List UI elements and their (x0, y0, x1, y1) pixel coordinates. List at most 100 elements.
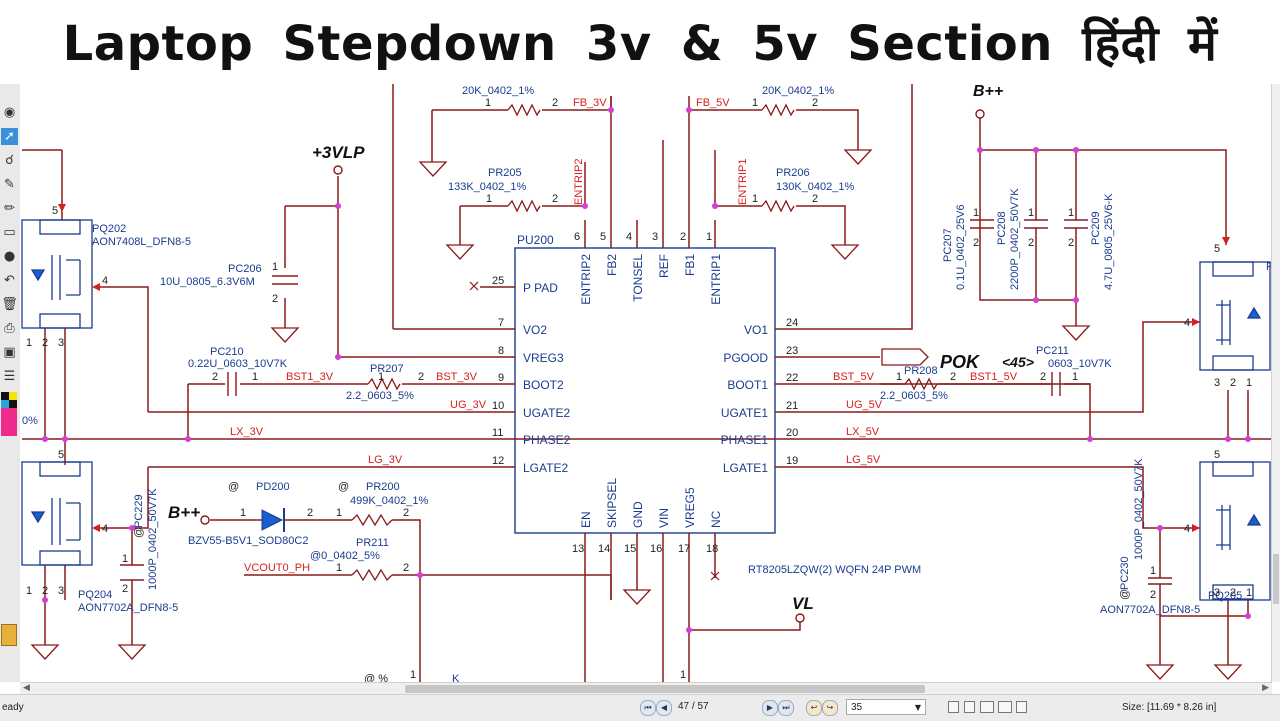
pin-num-pr-bottom: 1 (410, 669, 416, 681)
pin-arrows (58, 204, 1230, 532)
pq205-s3: 1 (1246, 587, 1252, 599)
color-swatch-magenta[interactable] (1, 408, 17, 436)
first-page-icon[interactable]: ⏮ (640, 700, 656, 716)
pq203-s3: 1 (1246, 377, 1252, 389)
pin-name-entrip2: ENTRIP2 (579, 254, 593, 305)
pc210-p2: 1 (252, 371, 258, 383)
schematic-drawing: P PAD VO2 VREG3 BOOT2 UGATE2 PHASE2 LGAT… (21, 84, 1272, 682)
pin-name-vin: VIN (657, 508, 671, 528)
next-page-icon[interactable]: ▶ (762, 700, 778, 716)
pin-num-1: 1 (706, 231, 712, 243)
last-page-icon[interactable]: ⏭ (778, 700, 794, 716)
pencil-icon[interactable]: ✎ (4, 177, 15, 192)
vertical-scroll-thumb[interactable] (1273, 554, 1279, 604)
pq202-s3: 3 (58, 337, 64, 349)
cover-view-icon[interactable] (1016, 701, 1027, 713)
pr208-val: 2.2_0603_5% (880, 390, 948, 402)
page-size-text: Size: [11.69 * 8.26 in] (1122, 702, 1217, 713)
pr211-val: @0_0402_5% (310, 550, 380, 562)
prev-page-icon[interactable]: ◀ (656, 700, 672, 716)
eraser-icon[interactable]: ▭ (3, 225, 16, 240)
pq204-ref: PQ204 (78, 589, 112, 601)
video-title-banner: Laptop Stepdown 3v & 5v Section हिंदी मे… (0, 0, 1280, 84)
pin-name-tonsel: TONSEL (631, 254, 645, 302)
pointer-icon[interactable]: ➚ (1, 128, 18, 145)
facing-view-icon[interactable] (980, 701, 994, 713)
pq205-g: 4 (1184, 523, 1190, 535)
pin-num-7: 7 (498, 317, 504, 329)
pin-num-19: 19 (786, 455, 798, 467)
pin-name-gnd: GND (631, 501, 645, 528)
color-swatch-black[interactable] (1, 392, 9, 400)
pc207-p2: 2 (973, 237, 979, 249)
print-icon[interactable]: ⎙ (4, 321, 15, 336)
eye-icon[interactable]: ◉ (3, 105, 16, 120)
zoom-select[interactable]: 35 ▼ (846, 699, 926, 715)
vertical-scrollbar[interactable] (1271, 84, 1280, 682)
left-annotation-toolbar: ◉ ➚ ☌ ✎ ✏ ▭ ● ↶ 🗑 ⎙ ▣ ☰ (0, 84, 21, 682)
horizontal-scroll-thumb[interactable] (405, 685, 925, 693)
pr211-p2: 2 (403, 562, 409, 574)
color-swatch-black-2[interactable] (9, 400, 17, 408)
ic-part: RT8205LZQW(2) WQFN 24P PWM (748, 564, 921, 576)
pc207-val: 0.1U_0402_25V6 (955, 204, 967, 290)
page-indicator[interactable]: 47 / 57 (674, 699, 750, 715)
rail-bpp-right: B++ (973, 84, 1003, 100)
r-top-right-p1: 1 (752, 97, 758, 109)
folder-icon[interactable] (1, 624, 17, 646)
horizontal-scrollbar[interactable]: ◀ ▶ (20, 682, 1272, 695)
pd200-val: BZV55-B5V1_SOD80C2 (188, 535, 308, 547)
pq202-s1: 1 (26, 337, 32, 349)
pin-name-phase2: PHASE2 (523, 433, 571, 447)
pq203-d: 5 (1214, 243, 1220, 255)
net-ug-3v: UG_3V (450, 399, 487, 411)
list-icon[interactable]: ☰ (3, 369, 16, 384)
camera-icon[interactable]: ▣ (3, 345, 16, 360)
pc206-p2: 2 (272, 293, 278, 305)
no-connect-marks (469, 281, 720, 581)
pq203-g: 4 (1184, 317, 1190, 329)
color-swatch-cyan[interactable] (1, 400, 9, 408)
r-top-left-p2: 2 (552, 97, 558, 109)
undo-icon[interactable]: ↶ (4, 273, 15, 288)
continuous-view-icon[interactable] (964, 701, 975, 713)
rail-pok-num: <45> (1002, 354, 1034, 370)
back-icon[interactable]: ↩ (806, 700, 822, 716)
pr205-ref: PR205 (488, 167, 522, 179)
scroll-right-arrow-icon[interactable]: ▶ (1262, 683, 1269, 693)
pc209-val: 4.7U_0805_25V6-K (1103, 193, 1115, 290)
pin-num-5: 5 (600, 231, 606, 243)
zoom-icon[interactable]: ☌ (5, 153, 14, 168)
pin-num-16: 16 (650, 543, 662, 555)
wires (22, 84, 1272, 682)
scroll-left-arrow-icon[interactable]: ◀ (23, 683, 30, 693)
pin-name-entrip1: ENTRIP1 (709, 254, 723, 305)
color-swatch-yellow[interactable] (9, 392, 17, 400)
pin-name-ugate2: UGATE2 (523, 406, 570, 420)
pin-num-3: 3 (652, 231, 658, 243)
pq204-s2: 2 (42, 585, 48, 597)
diode-pd200 (261, 508, 285, 532)
single-page-view-icon[interactable] (948, 701, 959, 713)
pin-name-boot1: BOOT1 (727, 378, 768, 392)
facing-continuous-view-icon[interactable] (998, 701, 1012, 713)
bullet-icon[interactable]: ● (3, 249, 16, 264)
pdf-viewer-window: ◉ ➚ ☌ ✎ ✏ ▭ ● ↶ 🗑 ⎙ ▣ ☰ (0, 84, 1280, 721)
forward-icon[interactable]: ↪ (822, 700, 838, 716)
pin-num-20: 20 (786, 427, 798, 439)
trash-icon[interactable]: 🗑 (1, 297, 18, 312)
ic-pin-names: P PAD VO2 VREG3 BOOT2 UGATE2 PHASE2 LGAT… (517, 233, 921, 576)
net-labels: FB_3V FB_5V ENTRIP2 ENTRIP1 BST1_3V BST_… (230, 97, 1018, 574)
net-bst1-3v: BST1_3V (286, 371, 334, 383)
pc230-at: @ (1119, 589, 1131, 600)
pr208-p2: 2 (950, 371, 956, 383)
pr207-p2: 2 (418, 371, 424, 383)
r-top-left-val: 20K_0402_1% (462, 85, 534, 97)
marker-icon[interactable]: ✏ (4, 201, 15, 216)
net-entrip1: ENTRIP1 (737, 159, 749, 205)
page-current: 47 (678, 701, 690, 712)
video-title: Laptop Stepdown 3v & 5v Section हिंदी मे… (62, 15, 1218, 72)
pin-name-skipsel: SKIPSEL (605, 478, 619, 528)
pin-name-lgate1: LGATE1 (723, 461, 768, 475)
pin-name-vo2: VO2 (523, 323, 547, 337)
